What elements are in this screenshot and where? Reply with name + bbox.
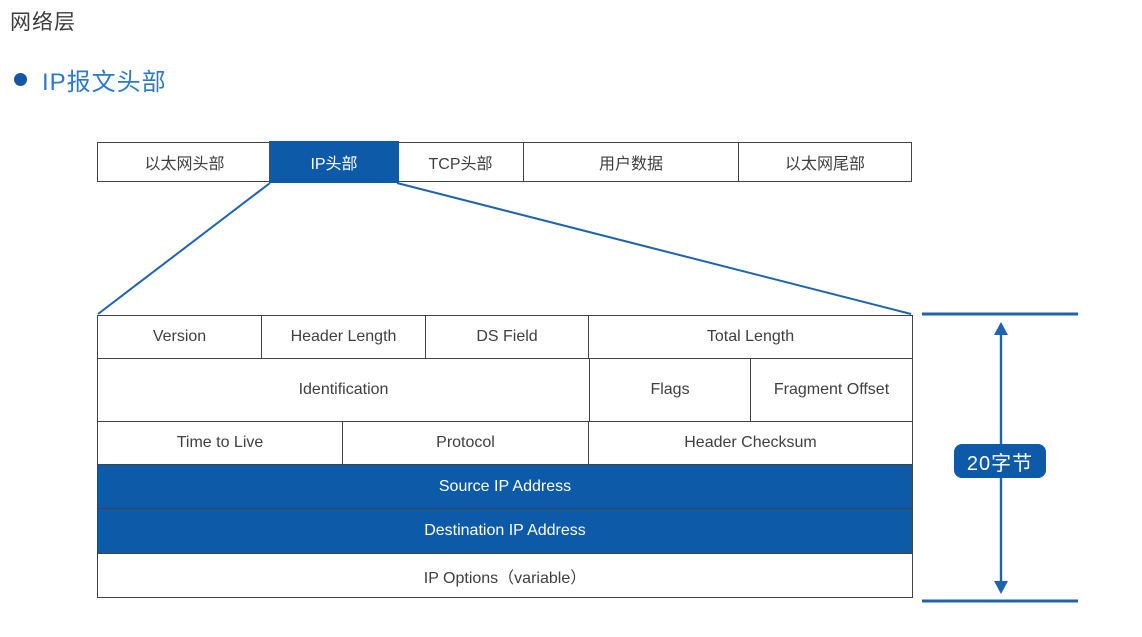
field-ds-field: DS Field <box>425 316 588 358</box>
packet-cell-ethernet-trailer: 以太网尾部 <box>738 143 911 181</box>
page-title: 网络层 <box>10 11 76 34</box>
field-destination-ip-address: Destination IP Address <box>98 509 912 553</box>
packet-cell-tcp-header: TCP头部 <box>397 143 523 181</box>
table-row: Identification Flags Fragment Offset <box>98 358 912 421</box>
section-heading: IP报文头部 <box>14 62 167 97</box>
field-source-ip-address: Source IP Address <box>98 465 912 508</box>
ip-header-table: Version Header Length DS Field Total Len… <box>97 315 913 598</box>
field-total-length: Total Length <box>588 316 912 358</box>
field-identification: Identification <box>98 359 589 421</box>
bullet-icon <box>14 73 27 86</box>
table-row: Time to Live Protocol Header Checksum <box>98 421 912 464</box>
expand-line-left-icon <box>97 182 271 315</box>
table-row: IP Options（variable） <box>98 553 912 597</box>
packet-cell-ethernet-header: 以太网头部 <box>98 143 271 181</box>
table-row: Destination IP Address <box>98 508 912 553</box>
field-time-to-live: Time to Live <box>98 422 342 464</box>
field-header-length: Header Length <box>261 316 425 358</box>
section-heading-text: IP报文头部 <box>42 69 167 96</box>
packet-cell-ip-header: IP头部 <box>271 143 397 181</box>
field-header-checksum: Header Checksum <box>588 422 912 464</box>
field-version: Version <box>98 316 261 358</box>
table-row: Version Header Length DS Field Total Len… <box>98 316 912 358</box>
table-row: Source IP Address <box>98 464 912 508</box>
field-ip-options: IP Options（variable） <box>98 554 912 597</box>
expand-line-right-icon <box>396 182 912 315</box>
field-fragment-offset: Fragment Offset <box>750 359 912 421</box>
field-flags: Flags <box>589 359 750 421</box>
field-protocol: Protocol <box>342 422 588 464</box>
packet-cell-user-data: 用户数据 <box>523 143 738 181</box>
packet-structure-row: 以太网头部 IP头部 TCP头部 用户数据 以太网尾部 <box>97 142 912 182</box>
size-badge: 20字节 <box>954 444 1046 478</box>
